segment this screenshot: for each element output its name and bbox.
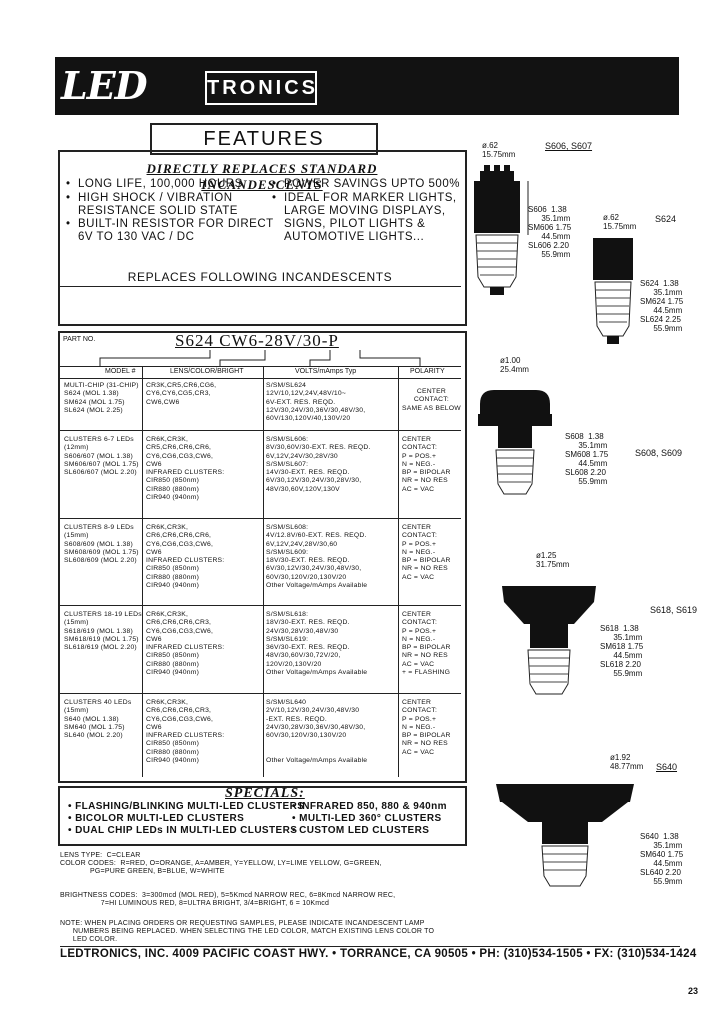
special-right-0: • INFRARED 850, 880 & 940nm — [292, 801, 447, 812]
page-number: 23 — [688, 986, 699, 996]
col-header-model: MODEL # — [105, 368, 136, 375]
specials-box — [58, 786, 467, 846]
row0-lens: CR3K,CR5,CR6,CG6, CY6,CY6,CG5,CR3, CW6,C… — [146, 382, 217, 406]
row2-model: CLUSTERS 8-9 LEDs (15mm) S608/609 (MOL 1… — [64, 524, 139, 565]
special-right-2: • CUSTOM LED CLUSTERS — [292, 825, 430, 836]
row4-volts: S/SM/SL640 2V/10,12V/30,24V/30,48V/30 -E… — [266, 699, 368, 765]
row3-lens: CR6K,CR3K, CR6,CR6,CR6,CR3, CY6,CG6,CG3,… — [146, 611, 225, 677]
row3-rule — [60, 693, 461, 694]
s624-bulb-drawing — [593, 238, 633, 344]
s608-lengths: S608 1.38 35.1mm SM608 1.75 44.5mm SL608… — [565, 432, 609, 486]
s606-diameter: ø.62 15.75mm — [482, 141, 516, 159]
feature-left-2: RESISTANCE SOLID STATE — [78, 205, 238, 217]
row4-model: CLUSTERS 40 LEDs (15mm) S640 (MOL 1.38) … — [64, 699, 132, 740]
row3-volts: S/SM/SL618: 18V/30-EXT. RES. REQD. 24V/3… — [266, 611, 368, 677]
row0-volts: S/SM/SL624 12V/10,12V,24V,48V/10~ 6V-EXT… — [266, 382, 366, 423]
col-header-volts: VOLTS/mAmps Typ — [295, 368, 357, 375]
feature-right-2: LARGE MOVING DISPLAYS, — [284, 205, 446, 217]
row1-lens: CR6K,CR3K, CR5,CR6,CR6,CR6, CY6,CG6,CG3,… — [146, 436, 225, 502]
special-right-1: • MULTI-LED 360° CLUSTERS — [292, 813, 442, 824]
feature-right-1: •IDEAL FOR MARKER LIGHTS, — [272, 192, 457, 204]
s618-diameter: ø1.25 31.75mm — [536, 551, 570, 569]
features-title: FEATURES — [150, 123, 378, 155]
company-logo: LED — [61, 63, 148, 108]
col-header-lens: LENS/COLOR/BRIGHT — [170, 368, 244, 375]
replaces-heading: DIRECTLY REPLACES STANDARD INCANDESCENTS — [146, 161, 378, 192]
part-no-label: PART NO. — [63, 336, 96, 343]
specials-title: SPECIALS: — [225, 786, 305, 801]
s624-diameter: ø.62 15.75mm — [603, 213, 637, 231]
s608-bulb-drawing — [478, 390, 552, 495]
col-header-polarity: POLARITY — [410, 368, 445, 375]
feature-right-4: AUTOMOTIVE LIGHTS... — [284, 231, 425, 243]
special-left-0: • FLASHING/BLINKING MULTI-LED CLUSTERS — [68, 801, 305, 812]
table-header-bottom-rule — [60, 378, 461, 379]
special-left-2: • DUAL CHIP LEDs IN MULTI-LED CLUSTERS — [68, 825, 298, 836]
s640-bulb-drawing — [496, 784, 634, 887]
row2-lens: CR6K,CR3K, CR6,CR6,CR6,CR6, CY6,CG6,CG3,… — [146, 524, 225, 590]
footer-address: LEDTRONICS, INC. 4009 PACIFIC COAST HWY.… — [60, 948, 697, 960]
row3-model: CLUSTERS 18-19 LEDs (15mm) S618/619 (MOL… — [64, 611, 142, 652]
row1-model: CLUSTERS 6-7 LEDs (12mm) S606/607 (MOL 1… — [64, 436, 139, 477]
table-header-top-rule — [60, 366, 461, 367]
row0-polarity: CENTER CONTACT: SAME AS BELOW — [402, 388, 461, 412]
col-divider-2 — [263, 366, 264, 777]
col-divider-1 — [142, 366, 143, 777]
s618-lengths: S618 1.38 35.1mm SM618 1.75 44.5mm SL618… — [600, 624, 644, 678]
s640-lengths: S640 1.38 35.1mm SM640 1.75 44.5mm SL640… — [640, 832, 684, 886]
row2-rule — [60, 605, 461, 606]
feature-left-3: •BUILT-IN RESISTOR FOR DIRECT — [66, 218, 274, 230]
s608-title: S608, S609 — [635, 448, 683, 458]
row2-volts: S/SM/SL608: 4V/12.8V/60-EXT. RES. REQD. … — [266, 524, 368, 590]
s608-diameter: ø1.00 25.4mm — [500, 356, 529, 374]
incandescents-box — [60, 286, 461, 321]
footer-rule — [60, 946, 680, 947]
s606-lengths: S606 1.38 35.1mm SM606 1.75 44.5mm SL606… — [528, 205, 572, 259]
s618-title: S618, S619 — [650, 605, 698, 615]
s606-title: S606, S607 — [545, 141, 593, 151]
features-box — [58, 150, 467, 326]
lens-color-codes: LENS TYPE: C=CLEAR COLOR CODES: R=RED, O… — [60, 852, 382, 876]
incandescents-title: REPLACES FOLLOWING INCANDESCENTS — [127, 270, 393, 284]
s640-diameter: ø1.92 48.77mm — [610, 753, 644, 771]
col-divider-3 — [398, 366, 399, 777]
feature-right-0: •POWER SAVINGS UPTO 500% — [272, 178, 460, 190]
header-side-text — [657, 63, 671, 107]
special-left-1: • BICOLOR MULTI-LED CLUSTERS — [68, 813, 245, 824]
feature-right-3: SIGNS, PILOT LIGHTS & — [284, 218, 426, 230]
row0-model: MULTI-CHIP (31-CHIP) S624 (MOL 1.38) SM6… — [64, 382, 139, 414]
header-banner: LED TRONICS — [55, 57, 679, 115]
s624-lengths: S624 1.38 35.1mm SM624 1.75 44.5mm SL624… — [640, 279, 684, 333]
row1-volts: S/SM/SL606: 8V/30,60V/30-EXT. RES. REQD.… — [266, 436, 371, 493]
logo-suffix: TRONICS — [205, 71, 317, 105]
row1-rule — [60, 518, 461, 519]
row1-polarity: CENTER CONTACT: P = POS.+ N = NEG.- BP =… — [402, 436, 451, 493]
row4-polarity: CENTER CONTACT: P = POS.+ N = NEG.- BP =… — [402, 699, 451, 756]
part-code-brackets — [99, 350, 421, 366]
s640-title: S640 — [656, 762, 678, 772]
ordering-note: NOTE: WHEN PLACING ORDERS OR REQUESTING … — [60, 920, 435, 944]
s618-bulb-drawing — [502, 586, 596, 695]
feature-left-1: •HIGH SHOCK / VIBRATION — [66, 192, 233, 204]
brightness-codes: BRIGHTNESS CODES: 3=300mcd (MOL RED), 5=… — [60, 892, 396, 908]
feature-left-4: 6V TO 130 VAC / DC — [78, 231, 195, 243]
row3-polarity: CENTER CONTACT: P = POS.+ N = NEG.- BP =… — [402, 611, 451, 677]
row2-polarity: CENTER CONTACT: P = POS.+ N = NEG.- BP =… — [402, 524, 451, 581]
s606-bulb-drawing — [474, 165, 529, 295]
row0-rule — [60, 430, 461, 431]
feature-left-0: •LONG LIFE, 100,000 HOURS — [66, 178, 243, 190]
row4-lens: CR6K,CR3K, CR6,CR6,CR6,CR3, CY6,CG6,CG3,… — [146, 699, 225, 765]
s624-title: S624 — [655, 214, 677, 224]
part-code-example: S624 CW6-28V/30-P — [175, 331, 339, 350]
part-table — [58, 331, 467, 783]
